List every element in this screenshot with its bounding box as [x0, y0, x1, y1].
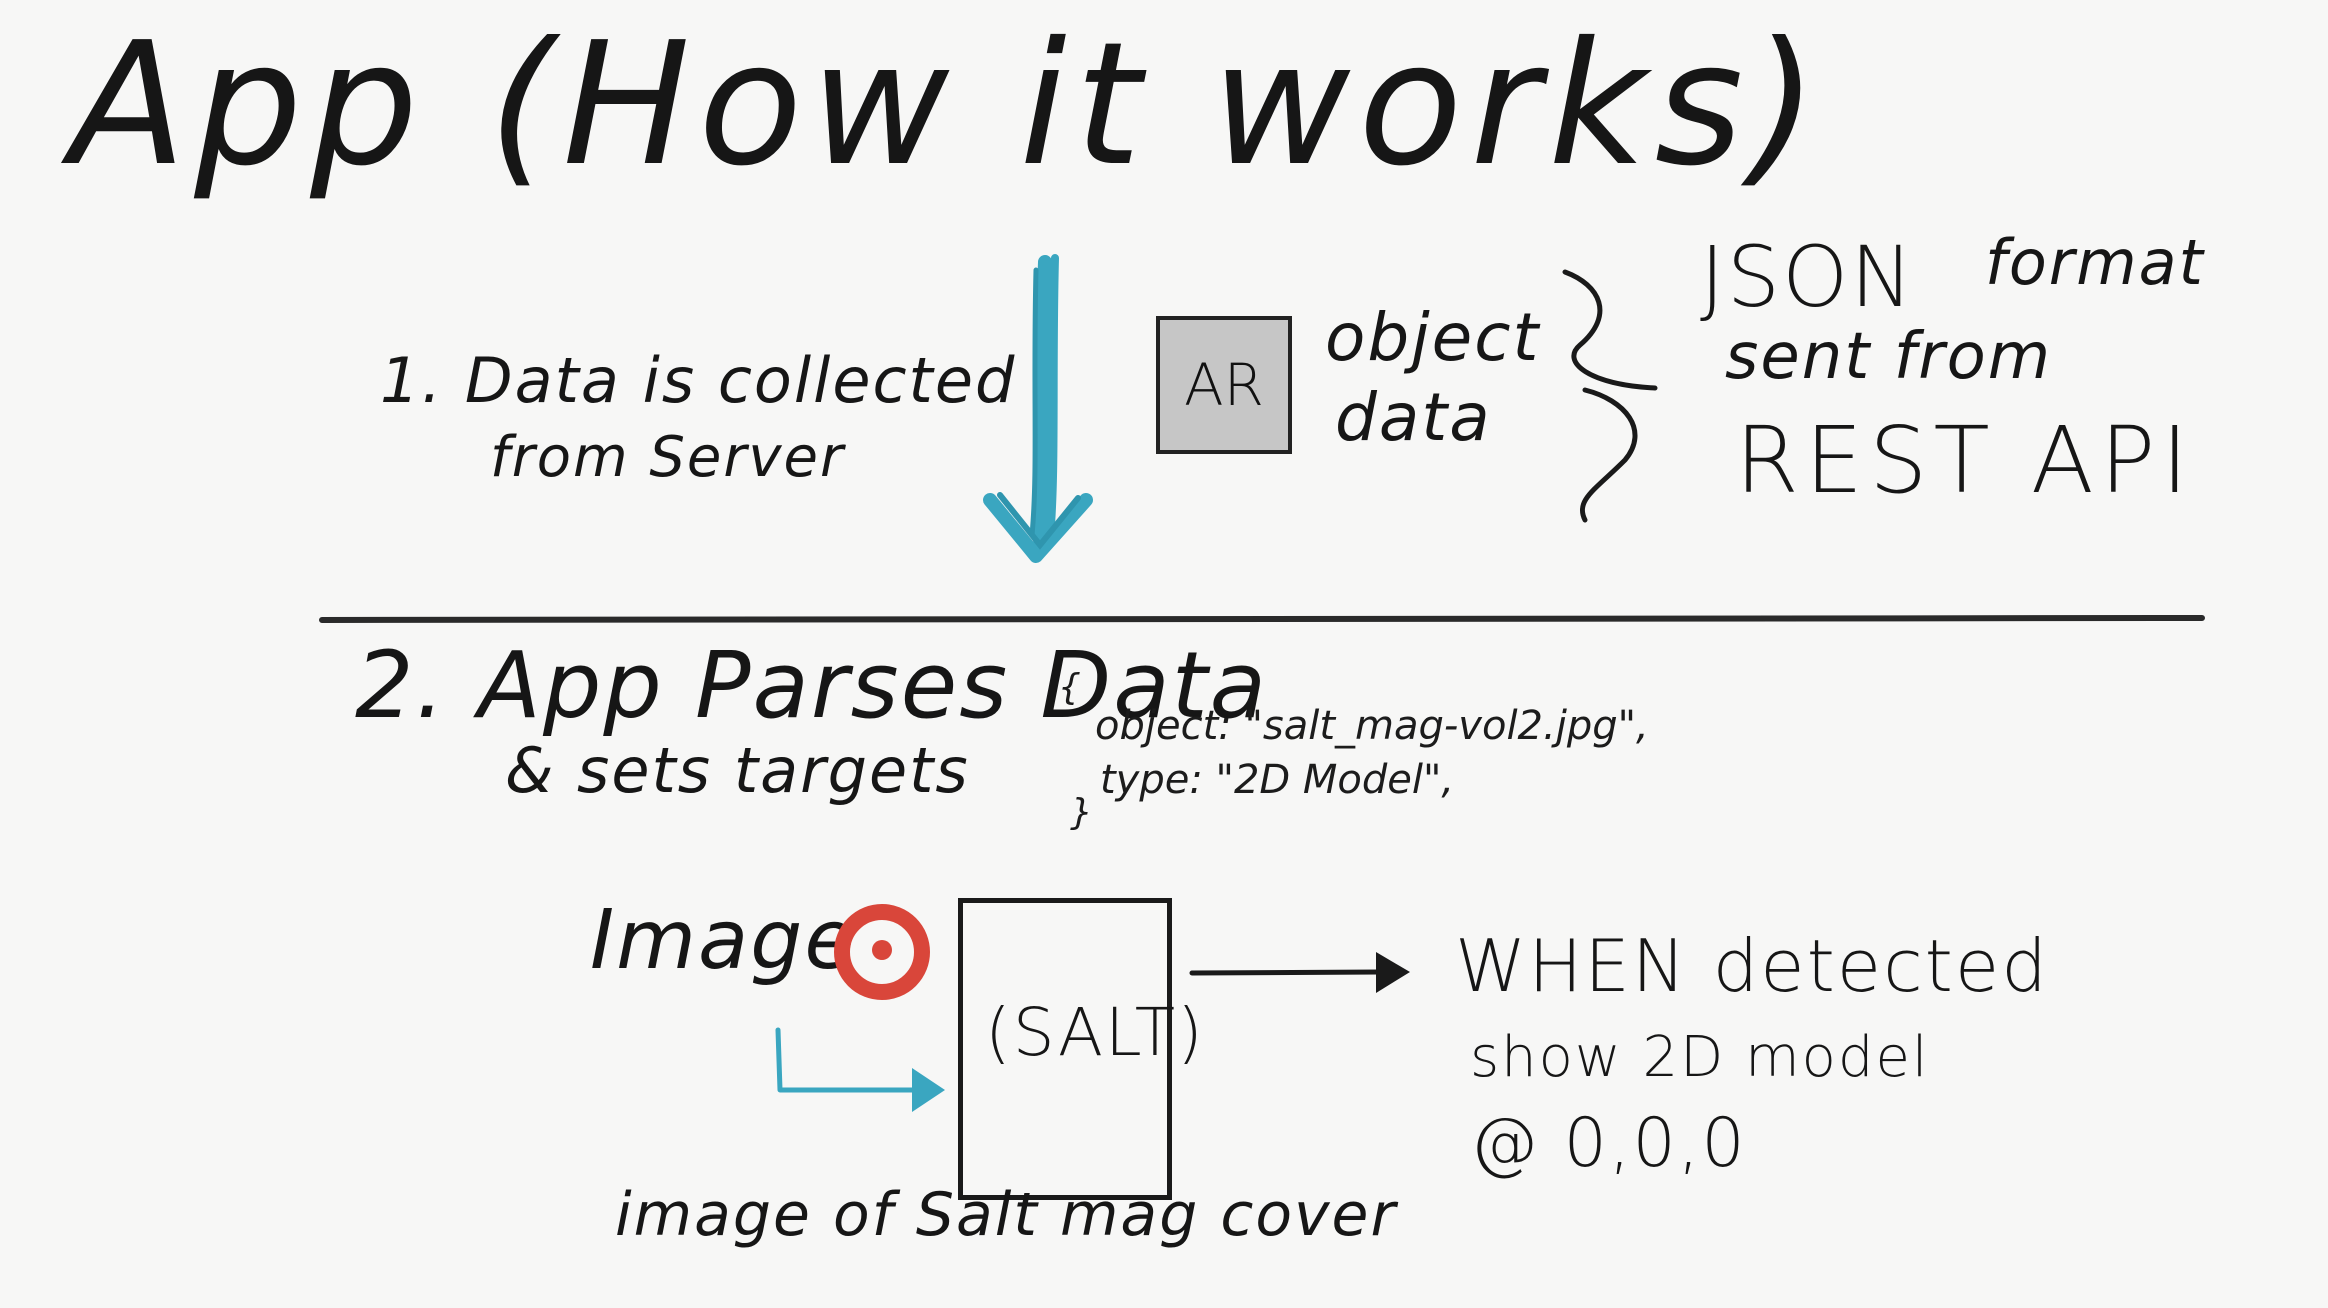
step-2-line-2: & sets targets [505, 734, 970, 807]
code-type-line: type: "2D Model", [1100, 757, 1455, 803]
when-detected-line-1: WHEN detected [1455, 924, 2049, 1008]
page-title: App (How it works) [70, 6, 1826, 204]
json-format-line-3: REST API [1735, 407, 2195, 514]
object-data-line-2: data [1335, 379, 1492, 456]
step-2-line-1: 2. App Parses Data [355, 632, 1269, 739]
step-1-line-2: from Server [490, 425, 845, 490]
salt-cover-box [958, 898, 1172, 1200]
image-label: Image [590, 893, 857, 988]
code-object-line: object: "salt_mag-vol2.jpg", [1095, 703, 1649, 749]
salt-box-label: (SALT) [985, 994, 1205, 1071]
ar-badge-label: AR [1184, 351, 1264, 419]
code-close-brace: } [1070, 792, 1093, 833]
image-caption: image of Salt mag cover [615, 1180, 1398, 1250]
json-format-line-1a: JSON [1700, 228, 1916, 326]
ar-badge: AR [1156, 316, 1292, 454]
curly-brace-icon [1562, 269, 1658, 523]
right-arrow-icon [1189, 952, 1410, 993]
step-1-line-1: 1. Data is collected [380, 344, 1017, 417]
when-detected-line-2: show 2D model [1470, 1025, 1930, 1090]
section-divider [319, 614, 2205, 623]
object-data-line-1: object [1325, 299, 1541, 376]
code-open-brace: { [1058, 667, 1081, 708]
json-format-line-1b: format [1985, 226, 2205, 299]
when-detected-line-3: @ 0,0,0 [1470, 1104, 1747, 1183]
json-format-line-2: sent from [1725, 320, 2053, 394]
elbow-arrow-icon [775, 1027, 945, 1112]
